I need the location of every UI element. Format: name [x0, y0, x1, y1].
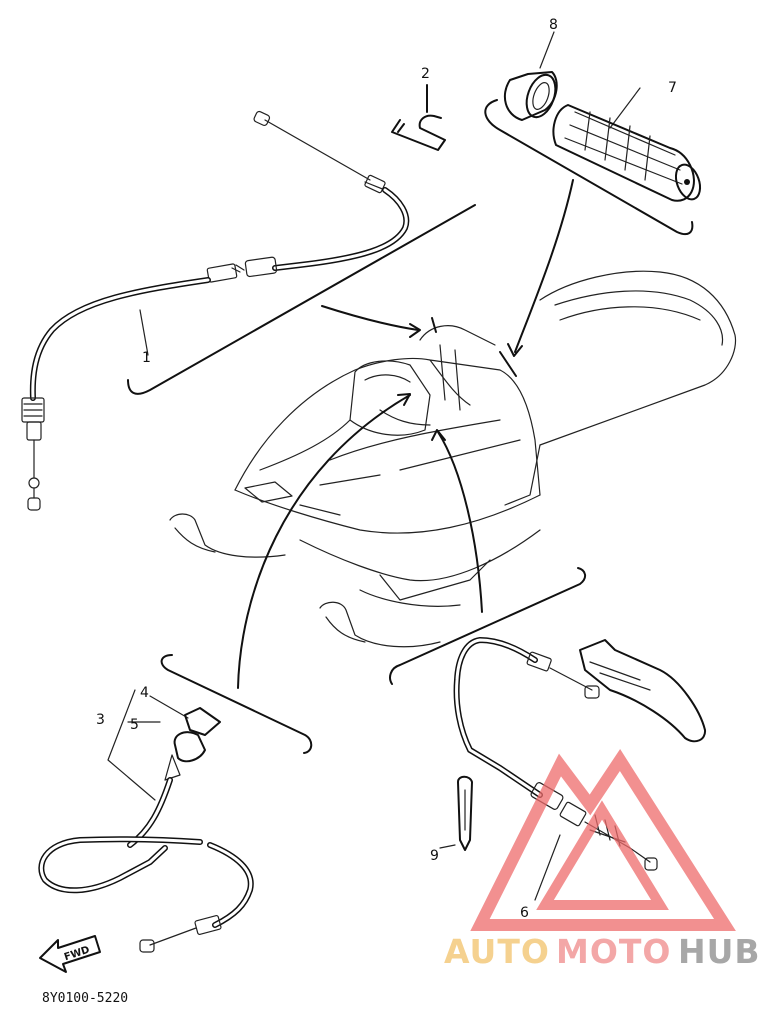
watermark-logo: AUTO MOTO HUB: [444, 749, 761, 971]
cable-assembly-parts-3-4-5: [38, 689, 254, 953]
brake-cable-parts-6-9: [439, 636, 707, 901]
watermark-hub: HUB: [678, 932, 761, 971]
callout-9: 9: [430, 848, 439, 864]
callout-7: 7: [668, 80, 677, 96]
callout-3: 3: [96, 712, 105, 728]
callout-1: 1: [142, 350, 151, 366]
callout-2: 2: [421, 66, 430, 82]
grip-part-7: [552, 87, 702, 202]
group-brackets: [127, 99, 694, 754]
callout-6: 6: [520, 905, 529, 921]
drawing-code: 8Y0100-5220: [42, 991, 128, 1006]
snowmobile-illustration: [169, 270, 737, 648]
throttle-cable-part-1: [21, 110, 410, 511]
connector-arrows: [237, 179, 574, 689]
watermark-auto: AUTO: [444, 932, 550, 971]
callout-4: 4: [140, 685, 149, 701]
watermark-moto: MOTO: [556, 932, 671, 971]
callout-5: 5: [130, 717, 139, 733]
clip-part-2: [391, 84, 446, 151]
callout-8: 8: [549, 17, 558, 33]
fwd-arrow-icon: FWD: [39, 935, 101, 973]
ring-part-8: [503, 31, 558, 121]
